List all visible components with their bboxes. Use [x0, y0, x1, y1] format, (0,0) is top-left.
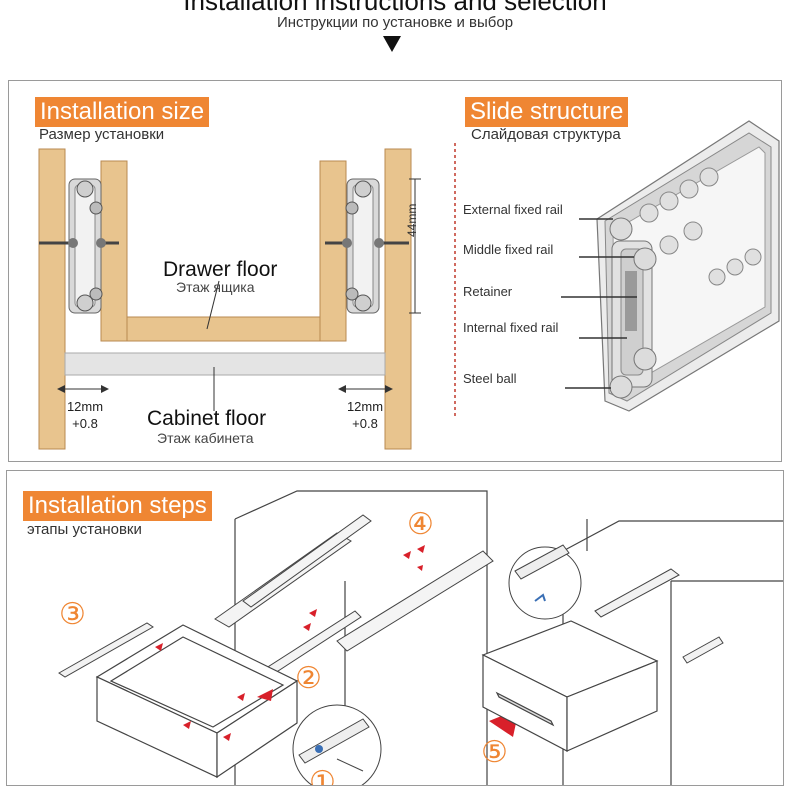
slide-structure-drawing [596, 120, 780, 412]
label-internal-rail: Internal fixed rail [463, 320, 559, 335]
cabinet-floor-label: Cabinet floor [147, 407, 267, 430]
slide-right [325, 178, 409, 314]
zoom-detail-bottom [292, 704, 382, 785]
step-2-number: ② [295, 662, 322, 695]
installation-steps-title: Installation steps [23, 491, 212, 521]
gap-left-label: 12mm +0.8 [66, 399, 104, 431]
drawer-side-left [100, 160, 128, 342]
drawer-floor-pointer [206, 280, 220, 330]
installation-steps-subtitle: этапы установки [27, 521, 142, 538]
height-dimension-label: 44mm [405, 203, 419, 237]
label-retainer: Retainer [463, 284, 513, 299]
page-title: Installation instructions and selection [183, 0, 607, 16]
slide-structure-subtitle: Слайдовая структура [471, 126, 621, 143]
gap-right-label: 12mm +0.8 [346, 399, 384, 431]
rails-right [594, 568, 724, 664]
label-external-rail: External fixed rail [463, 202, 563, 217]
cabinet-side-left [38, 148, 66, 450]
cabinet-floor-label-ru: Этаж кабинета [157, 430, 254, 446]
step-3-number: ③ [59, 598, 86, 631]
installation-size-panel: Installation size Размер установки Drawe… [8, 80, 782, 462]
installation-size-drawing [38, 120, 780, 450]
drawer-floor-label: Drawer floor [163, 258, 278, 281]
drawer-box-right [481, 620, 659, 752]
drawer-floor-label-ru: Этаж ящика [176, 279, 255, 295]
page-subtitle: Инструкции по установке и выбор [276, 14, 514, 31]
installation-steps-drawing [58, 490, 783, 785]
step-1-number: ① [309, 766, 336, 786]
drawer-side-right [319, 160, 347, 342]
rail-step-3 [58, 622, 154, 678]
installation-size-subtitle: Размер установки [39, 126, 165, 143]
cabinet-side-right [384, 148, 412, 450]
zoom-detail-right [508, 544, 582, 620]
label-middle-rail: Middle fixed rail [463, 242, 554, 257]
drawer-floor-board [126, 316, 321, 342]
drawer-box-left [95, 624, 299, 779]
installation-steps-panel: Installation steps этапы установки ③ ④ ②… [6, 470, 784, 786]
slide-structure-title: Slide structure [465, 97, 629, 127]
rails-left [214, 514, 494, 704]
down-arrow-icon [383, 36, 401, 52]
installation-size-title: Installation size [35, 97, 210, 127]
cabinet-floor-board [64, 352, 386, 376]
step-5-number: ⑤ [481, 736, 508, 769]
slide-left [39, 178, 119, 314]
step-4-number: ④ [407, 508, 434, 541]
label-steel-ball: Steel ball [463, 371, 517, 386]
